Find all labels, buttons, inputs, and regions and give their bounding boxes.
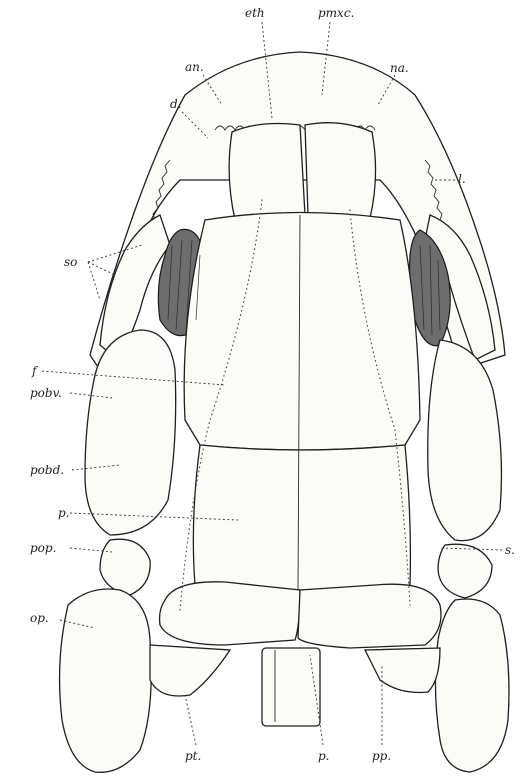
label-pmxc: pmxc. bbox=[318, 6, 354, 20]
label-s: s. bbox=[505, 543, 515, 557]
label-p-lower: p. bbox=[318, 749, 330, 763]
label-an: an. bbox=[185, 60, 204, 74]
label-pp: pp. bbox=[372, 749, 391, 763]
left-pterotic bbox=[150, 645, 230, 696]
label-pt: pt. bbox=[185, 749, 201, 763]
right-pterotic bbox=[365, 648, 440, 693]
posttemporal-bar bbox=[160, 582, 300, 645]
label-pobv: pobv. bbox=[30, 386, 62, 400]
right-nasal-bone bbox=[305, 123, 376, 223]
label-f: f bbox=[31, 364, 39, 378]
left-opercle bbox=[60, 589, 152, 772]
label-pobd: pobd. bbox=[30, 463, 64, 477]
label-na: na. bbox=[390, 61, 409, 75]
label-eth: eth bbox=[245, 6, 265, 20]
label-d: d. bbox=[170, 97, 182, 111]
parietal-region bbox=[193, 445, 410, 590]
label-so: so bbox=[64, 255, 77, 269]
label-l: l. bbox=[458, 172, 466, 186]
label-p-upper: p. bbox=[58, 506, 70, 520]
left-nasal-bone bbox=[229, 124, 305, 224]
right-opercle bbox=[435, 599, 509, 772]
frontal-region bbox=[184, 213, 420, 451]
right-postorbital-bone bbox=[428, 340, 502, 541]
vertebral-stub bbox=[262, 648, 320, 726]
right-preopercle bbox=[438, 544, 492, 598]
left-preopercle bbox=[100, 539, 150, 595]
label-op: op. bbox=[30, 611, 49, 625]
posttemporal-bar-right bbox=[298, 584, 441, 648]
label-pop: pop. bbox=[30, 541, 56, 555]
